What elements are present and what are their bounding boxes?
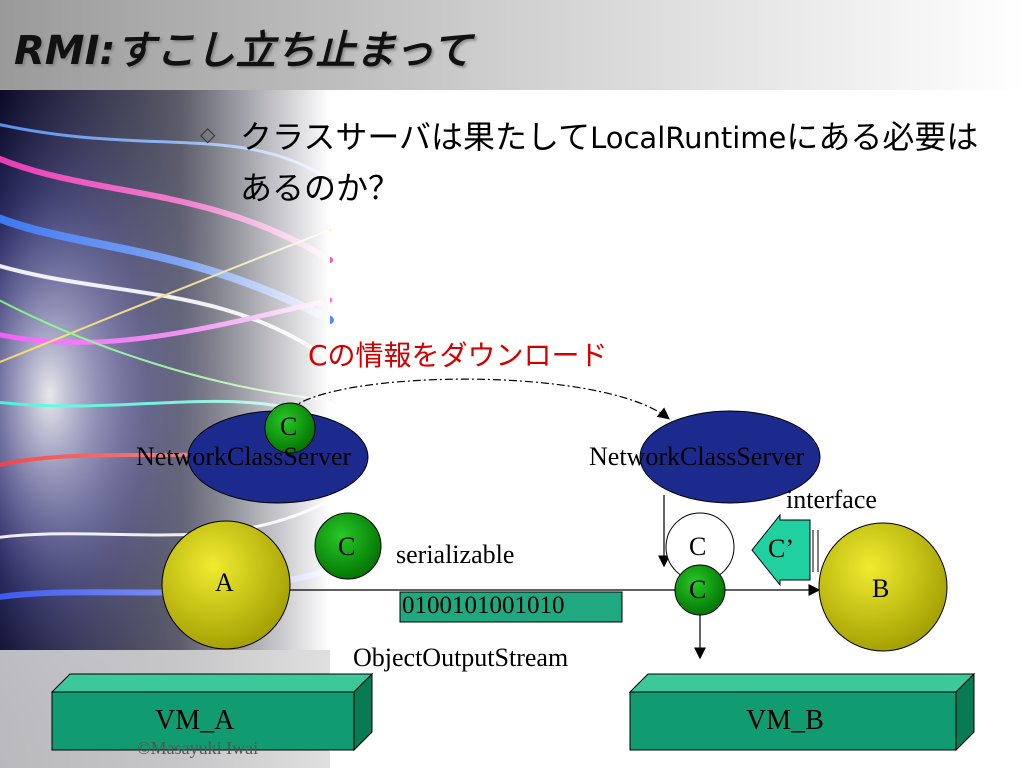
right-server-label: NetworkClassServer bbox=[589, 442, 805, 471]
bitstream-box bbox=[399, 591, 623, 623]
serializable-label: serializable bbox=[396, 540, 515, 569]
class-c-serializable bbox=[314, 512, 382, 580]
vm-b-label: VM_B bbox=[746, 705, 824, 736]
right-class-server bbox=[639, 410, 821, 504]
diamond-bullet-icon: ◇ bbox=[200, 122, 216, 146]
class-c-received-label: C bbox=[689, 575, 707, 604]
vm-a-label: VM_A bbox=[155, 705, 235, 736]
class-c-prime-label: C’ bbox=[768, 534, 794, 563]
class-c-received bbox=[674, 564, 726, 616]
interface-c-prime-arrow bbox=[751, 513, 811, 587]
copyright-text: ©Masayuki Iwai bbox=[137, 738, 259, 758]
node-a bbox=[161, 520, 291, 650]
bitstream-label: 0100101001010 bbox=[402, 592, 565, 619]
node-b bbox=[818, 522, 948, 652]
node-b-label: B bbox=[872, 574, 890, 603]
bullet-text-part1: クラスサーバは果たして bbox=[240, 118, 591, 156]
download-label: Cの情報をダウンロード bbox=[308, 339, 608, 372]
class-c-serializable-label: C bbox=[338, 532, 356, 561]
bullet-text: クラスサーバは果たしてLocalRuntimeにある必要はあるのか？ bbox=[240, 112, 1000, 213]
left-server-label: NetworkClassServer bbox=[136, 442, 352, 471]
vm-b-box bbox=[628, 672, 976, 752]
bullet-text-latin: LocalRuntime bbox=[590, 121, 787, 155]
slide-title: RMI:すこし立ち止まって bbox=[14, 28, 472, 74]
class-c-on-server bbox=[264, 402, 316, 454]
interface-label: interface bbox=[786, 485, 877, 514]
class-c-server-label: C bbox=[280, 412, 298, 441]
object-output-stream-label: ObjectOutputStream bbox=[353, 643, 569, 672]
class-c-placeholder-label: C bbox=[689, 532, 707, 561]
bullet-text-part2: にある必要はあるのか？ bbox=[240, 118, 979, 207]
vm-a-box bbox=[50, 672, 374, 752]
node-a-label: A bbox=[215, 568, 234, 597]
download-arrow bbox=[289, 378, 670, 420]
